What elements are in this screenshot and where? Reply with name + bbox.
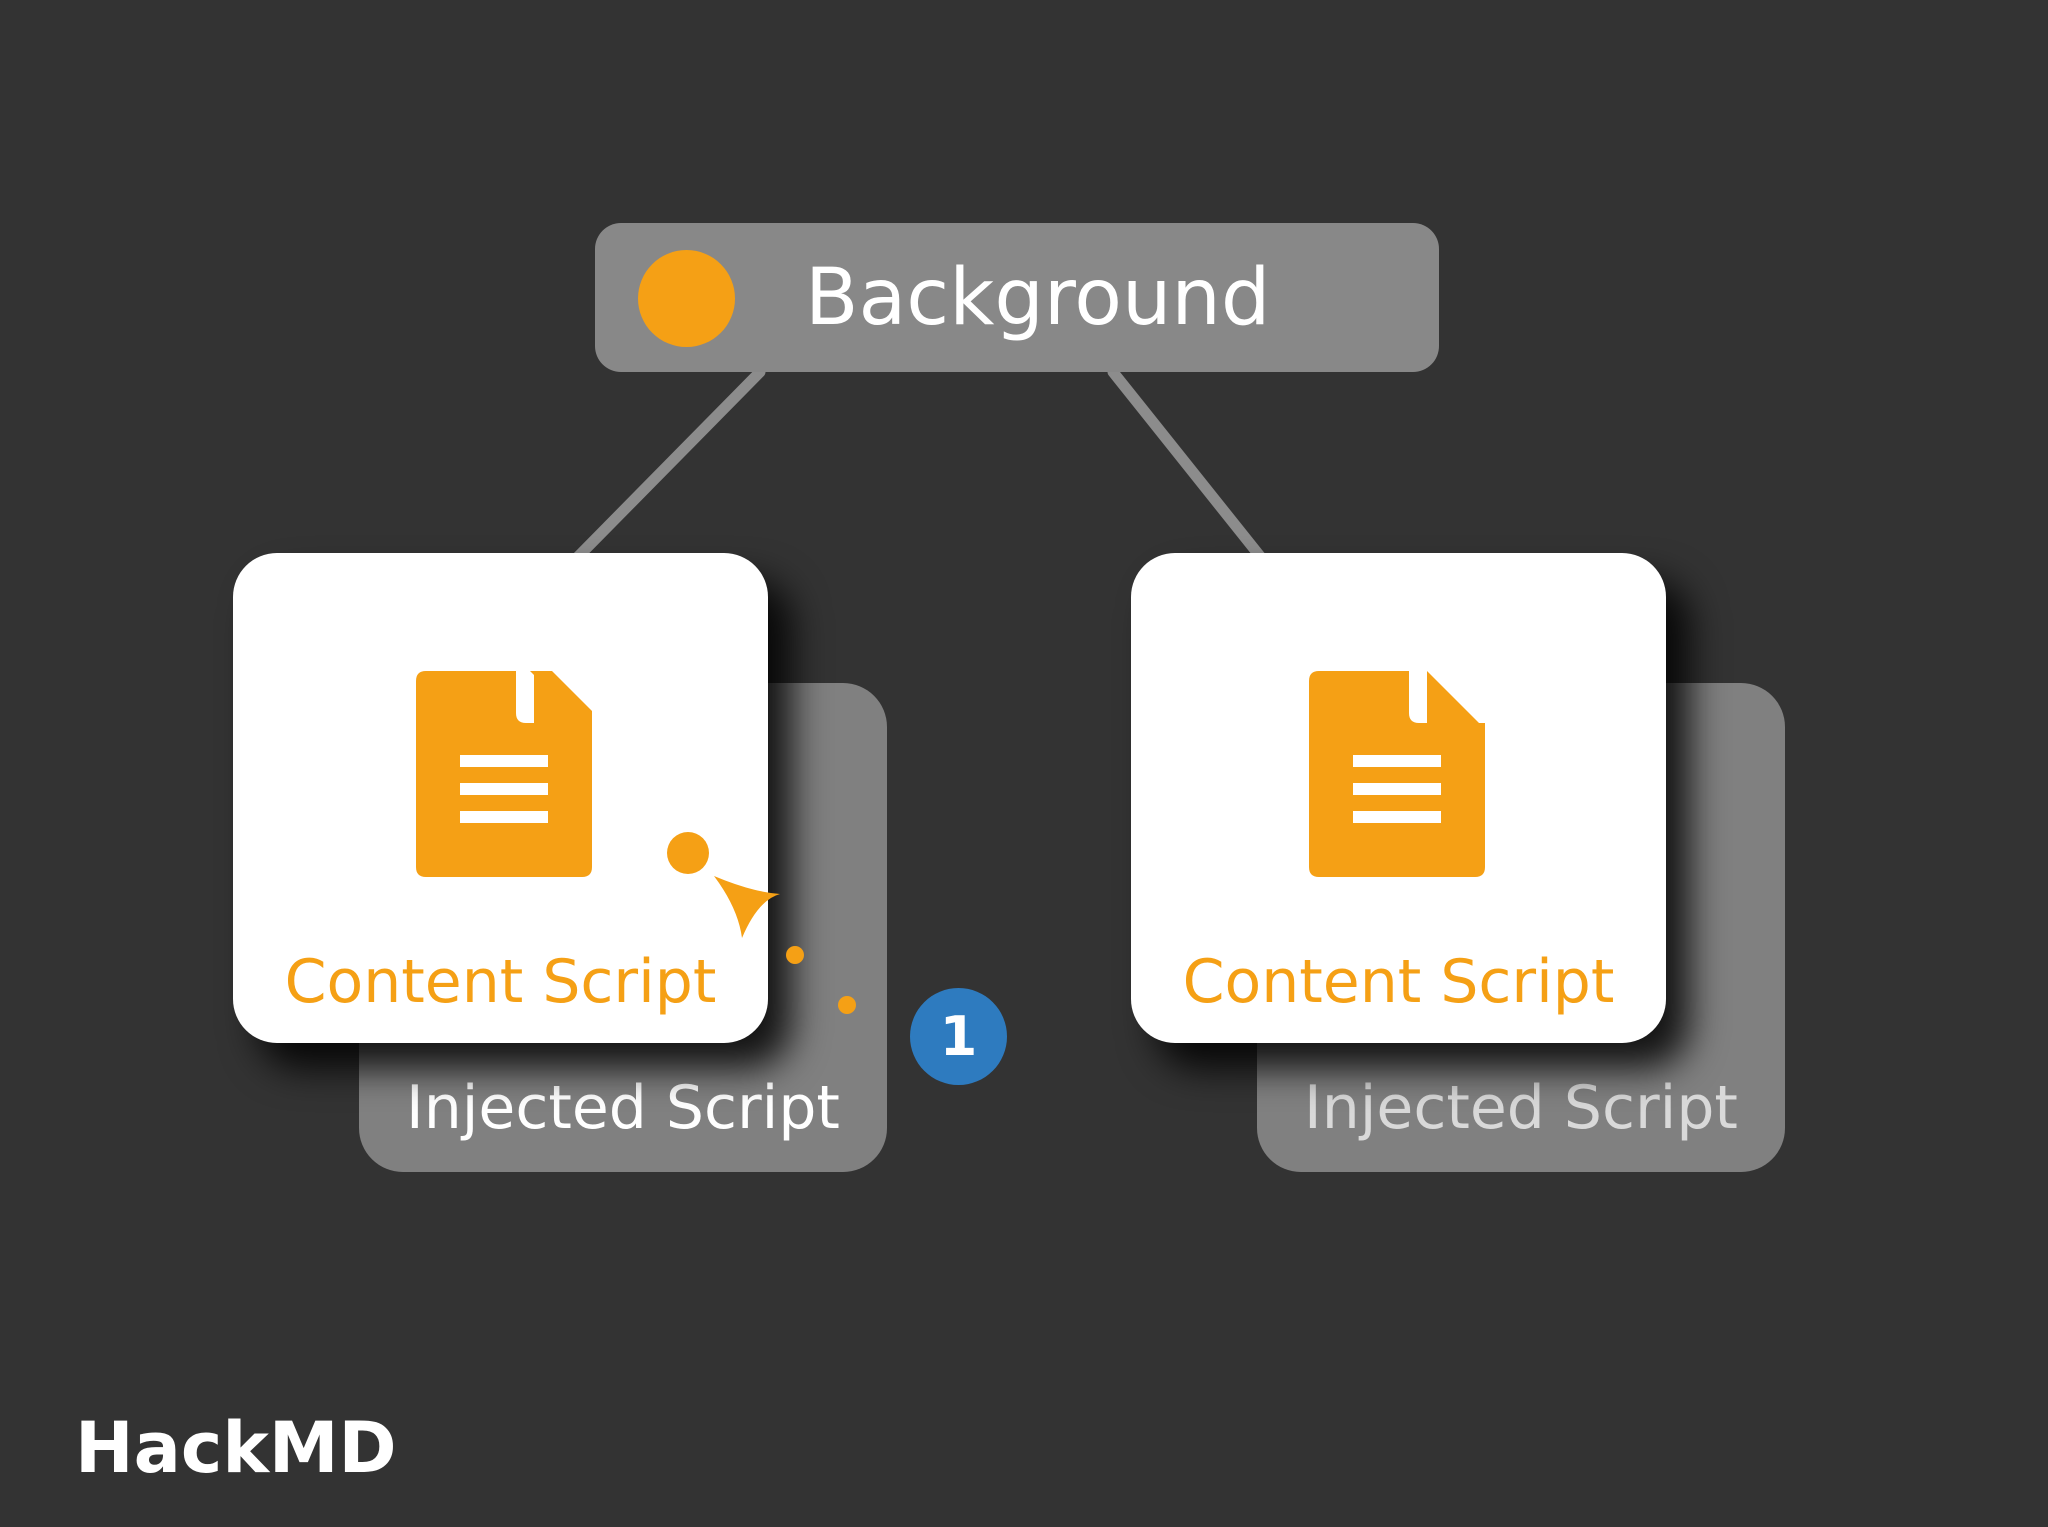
motion-dot-large [667,832,709,874]
content-script-label: Content Script [284,947,717,1017]
background-node: Background [595,223,1439,372]
connector-left [554,366,766,581]
arrowhead-icon [714,876,780,938]
injected-script-label: Injected Script [406,1073,840,1143]
content-script-label: Content Script [1182,947,1615,1017]
injected-script-label: Injected Script [1304,1073,1738,1143]
connector-right [1107,366,1281,581]
step-badge: 1 [910,988,1007,1085]
orange-dot-icon [638,250,735,347]
background-label: Background [805,253,1271,343]
brand-label: HackMD [75,1407,397,1489]
motion-dot-medium [786,946,804,964]
content-script-card-left: Content Script [233,553,768,1043]
document-icon [416,671,592,877]
document-icon [1309,671,1485,877]
content-script-card-right: Content Script [1131,553,1666,1043]
motion-dot-small [838,996,856,1014]
